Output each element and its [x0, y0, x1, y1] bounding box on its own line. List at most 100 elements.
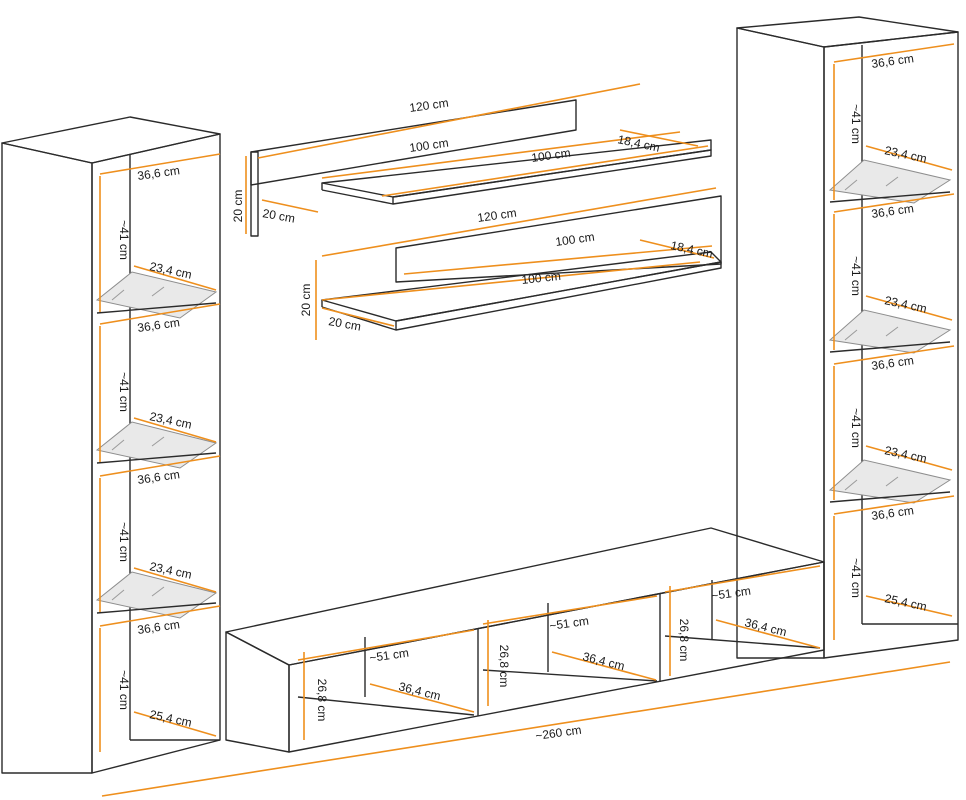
- dim-label: ~41 cm: [849, 104, 863, 144]
- dim-label: 25,4 cm: [148, 707, 193, 730]
- left-glass-shelf-2: [95, 421, 218, 469]
- left-glass-shelf-3: [95, 571, 218, 619]
- dim-line: [482, 595, 658, 625]
- dim-label: 36,6 cm: [136, 617, 180, 637]
- dim-line: [101, 661, 951, 797]
- dim-label: 20 cm: [231, 190, 245, 223]
- dim-label: ~51 cm: [548, 614, 589, 633]
- right-glass-glint: [844, 329, 858, 341]
- dim-label: ~41 cm: [117, 220, 131, 260]
- dim-line: [297, 629, 475, 661]
- dim-line: [833, 43, 955, 63]
- dim-label: 36,6 cm: [870, 353, 914, 373]
- dim-line: [99, 303, 221, 325]
- left-glass-glint: [111, 439, 125, 451]
- right-glass-shelf-3: [828, 459, 952, 504]
- wall-shelf-top-side: [250, 151, 259, 237]
- dim-line: [833, 345, 955, 365]
- dim-line: [321, 307, 395, 327]
- dim-label-total-width: ~260 cm: [534, 723, 582, 743]
- tv-unit-inner-floor: [664, 635, 821, 649]
- tv-unit: [225, 527, 825, 753]
- dim-label: 26,8 cm: [677, 619, 691, 662]
- dim-label: 36,4 cm: [743, 615, 788, 639]
- dimension-labels: 120 cm 100 cm 100 cm 18,4 cm 20 cm 20 cm…: [117, 51, 928, 743]
- right-cabinet-top: [736, 16, 959, 48]
- dim-label: 20 cm: [327, 314, 362, 333]
- dim-label: ~41 cm: [849, 558, 863, 598]
- wall-shelf-top-board-edge: [321, 189, 394, 205]
- dim-label: 23,4 cm: [883, 143, 928, 166]
- dim-label: ~41 cm: [849, 256, 863, 296]
- right-glass-glint: [844, 479, 858, 491]
- dimension-lines: [99, 43, 955, 797]
- dim-line: [369, 683, 475, 713]
- right-cabinet-side: [736, 27, 825, 659]
- right-shelf-line: [829, 341, 951, 353]
- dim-line: [715, 619, 821, 649]
- tv-unit-inner-floor: [297, 696, 475, 716]
- right-glass-glint: [844, 179, 858, 191]
- dim-line: [133, 711, 217, 737]
- dim-label: 20 cm: [261, 206, 296, 225]
- tv-unit-front: [288, 561, 825, 753]
- dim-label: ~41 cm: [117, 670, 131, 710]
- dim-line: [261, 199, 319, 213]
- dim-label: 36,6 cm: [870, 201, 914, 221]
- dim-line: [133, 567, 217, 593]
- left-cabinet: [1, 116, 221, 774]
- tv-unit-inner-floor: [482, 669, 658, 682]
- wall-shelf-bottom: [321, 195, 722, 331]
- dim-line: [664, 565, 821, 593]
- dim-line: [619, 129, 699, 147]
- right-cabinet-front: [823, 31, 959, 659]
- wall-shelf-bottom-board-front: [395, 261, 722, 331]
- dim-line: [639, 239, 715, 259]
- dim-label: 100 cm: [521, 269, 562, 287]
- dim-label: 25,4 cm: [883, 591, 928, 614]
- dim-line: [833, 495, 955, 515]
- dim-label: 100 cm: [408, 136, 449, 155]
- right-glass-glint: [885, 176, 899, 187]
- dim-label: 36,6 cm: [870, 503, 914, 523]
- dim-label: 120 cm: [476, 206, 517, 225]
- dim-label: 36,6 cm: [136, 163, 180, 183]
- dim-line: [99, 455, 221, 477]
- dim-line: [833, 193, 955, 213]
- dim-label: 20 cm: [299, 284, 313, 317]
- left-shelf-line: [96, 452, 217, 464]
- dim-line: [381, 145, 709, 197]
- left-glass-glint: [111, 589, 125, 601]
- dim-label: 26,8 cm: [497, 645, 511, 688]
- right-shelf-line: [829, 491, 951, 503]
- right-glass-shelf-2: [828, 309, 952, 354]
- dim-label: 36,6 cm: [136, 467, 180, 487]
- dim-label: 100 cm: [554, 230, 595, 249]
- dim-line: [865, 595, 953, 617]
- right-glass-glint: [885, 476, 899, 487]
- right-shelf-line: [829, 191, 951, 203]
- dim-label: ~41 cm: [117, 372, 131, 412]
- right-glass-glint: [885, 326, 899, 337]
- dim-line: [321, 131, 681, 179]
- dim-line: [551, 651, 657, 681]
- dim-line: [133, 417, 217, 443]
- dim-label: 36,4 cm: [397, 679, 442, 703]
- tv-unit-side: [225, 631, 290, 753]
- dim-line: [133, 265, 217, 291]
- dim-line: [257, 83, 641, 159]
- left-shelf-line: [96, 602, 217, 614]
- dim-label: ~51 cm: [368, 646, 409, 665]
- dim-label: 120 cm: [408, 96, 449, 115]
- left-glass-glint: [151, 586, 165, 597]
- dim-label: ~41 cm: [849, 408, 863, 448]
- left-cabinet-top: [1, 116, 221, 164]
- left-shelf-line: [96, 302, 217, 314]
- dim-line: [865, 295, 953, 321]
- wall-shelf-top-board-front: [392, 149, 712, 205]
- dim-line: [99, 153, 221, 175]
- dim-label: 100 cm: [530, 146, 571, 165]
- left-glass-glint: [151, 286, 165, 297]
- dim-line: [99, 605, 221, 627]
- dim-label: 26,8 cm: [315, 679, 329, 722]
